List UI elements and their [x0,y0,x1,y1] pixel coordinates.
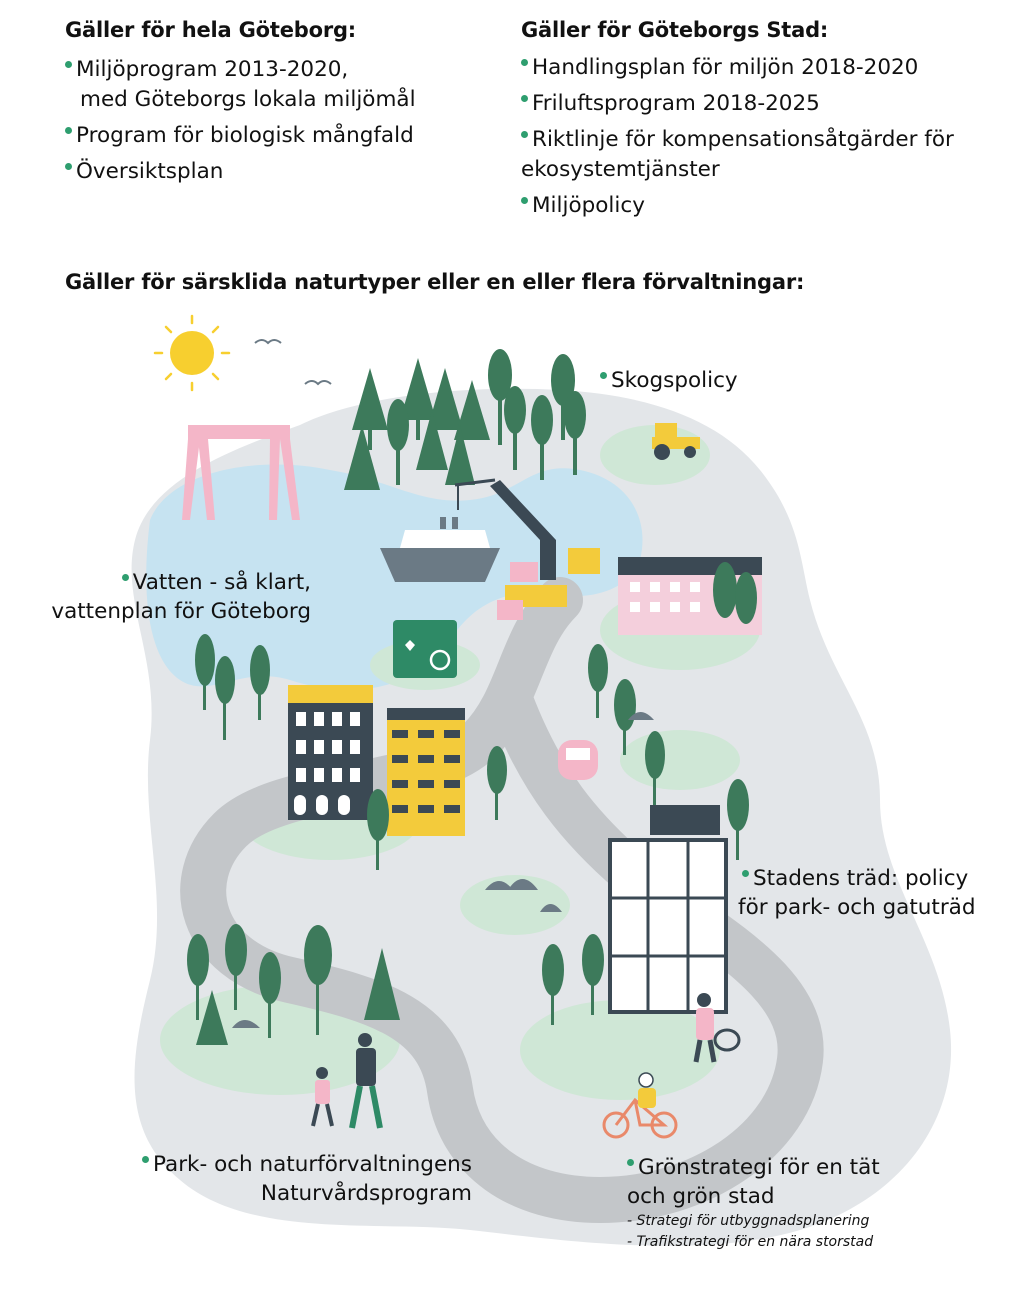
col-left-list: Miljöprogram 2013-2020, med Göteborgs lo… [65,55,416,187]
label-sub: - Strategi för utbyggnadsplanering [627,1213,870,1229]
ship-icon [380,517,500,582]
col-right-list: Handlingsplan för miljön 2018-2020 Frilu… [521,53,1016,221]
list-item: Riktlinje för kompensationsåtgärder för [521,125,1016,155]
rocks [232,712,654,1028]
bullet-icon [600,372,607,379]
list-item: Friluftsprogram 2018-2025 [521,89,1016,119]
col-left-heading: Gäller för hela Göteborg: [65,18,357,42]
bullet-icon [521,131,528,138]
bullet-icon [142,1156,150,1163]
label-gronstrategi: Grönstrategi för en tät och grön stad - … [627,1153,880,1253]
shopper-icon [693,993,741,1063]
pink-building [618,557,762,635]
harbour-crane [454,478,556,580]
yellow-building [387,708,465,836]
label-park: Park- och naturförvaltningens Naturvårds… [104,1150,472,1208]
glass-building [608,805,728,1014]
car-icon [558,740,598,780]
bullet-icon [521,59,528,66]
containers [497,548,600,620]
label-line: Vatten - så klart, [24,568,311,597]
bullet-icon [521,95,528,102]
sun-icon [153,314,231,392]
bullet-icon [65,61,72,68]
col-right-heading: Gäller för Göteborgs Stad: [521,18,829,42]
list-item: Översiktsplan [65,157,416,187]
list-item: Handlingsplan för miljön 2018-2020 [521,53,1016,83]
list-item-cont: med Göteborgs lokala miljömål [80,87,416,112]
cyclist-icon [602,1072,678,1139]
bird-icon [304,380,332,386]
recycling-station-icon [393,620,457,678]
list-item-cont: ekosystemtjänster [521,157,720,182]
bullet-icon [627,1159,634,1166]
bird-icon [254,339,282,345]
label-vatten: Vatten - så klart, vattenplan för Götebo… [24,568,311,626]
section-heading: Gäller för särsklida naturtyper eller en… [65,270,805,294]
bullet-icon [121,574,129,581]
bullet-icon [65,127,72,134]
dark-building [288,685,373,820]
label-line: Park- och naturförvaltningens [104,1150,472,1179]
bullet-icon [742,870,749,877]
tractor-icon [652,423,700,460]
label-sub: - Trafikstrategi för en nära storstad [627,1234,874,1250]
bullet-icon [65,163,72,170]
list-item: Program för biologisk mångfald [65,121,416,151]
label-line: vattenplan för Göteborg [51,599,311,624]
label-stadens-trad: Stadens träd: policy för park- och gatut… [738,864,976,922]
label-line: Stadens träd: policy [738,864,976,893]
list-item: Miljöpolicy [521,191,1016,221]
bullet-icon [521,197,528,204]
label-line: för park- och gatuträd [738,895,976,920]
gantry-crane [182,425,300,520]
forest [344,349,586,490]
label-line: Naturvårdsprogram [260,1181,472,1206]
trees [187,634,749,1045]
label-line: och grön stad [627,1184,775,1209]
label-line: Grönstrategi för en tät [627,1153,880,1182]
people-icon [311,1033,383,1129]
label-skogspolicy: Skogspolicy [600,366,738,395]
list-item: Miljöprogram 2013-2020, [65,55,416,85]
